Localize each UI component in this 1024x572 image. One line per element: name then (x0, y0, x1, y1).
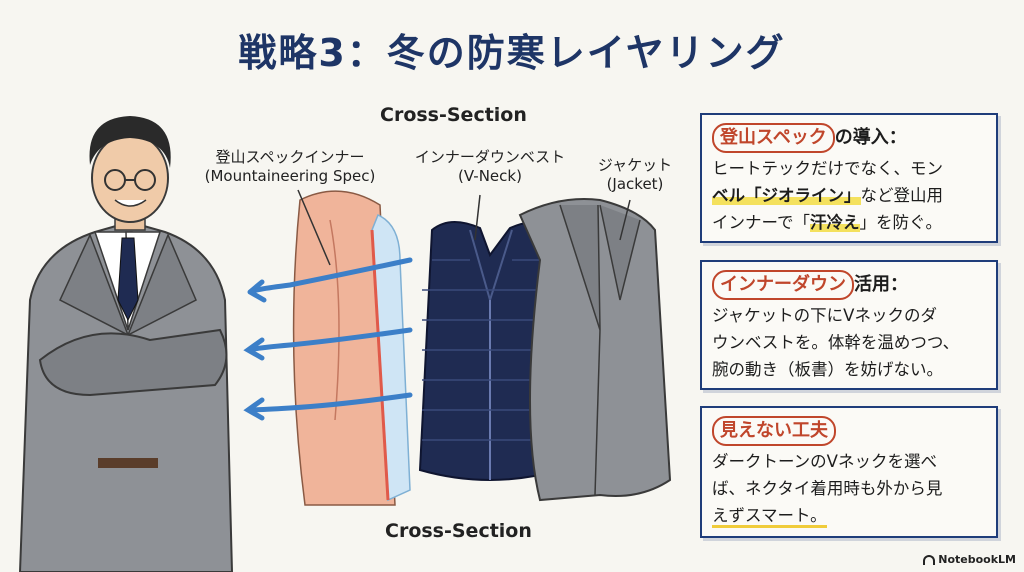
card-text: ウンベストを。体幹を温めつつ、 (712, 333, 960, 352)
notebooklm-logo-icon (923, 555, 936, 565)
teacher-illustration (18, 116, 234, 572)
vest-label-jp: インナーダウンベスト (414, 148, 566, 166)
card-text: ば、ネクタイ着用時も外から見 (712, 479, 943, 498)
brand-text: NotebookLM (938, 553, 1016, 566)
card-inner-down: インナーダウン活用： ジャケットの下にVネックのダウンベストを。体幹を温めつつ、… (700, 260, 998, 390)
card-head-rest: 活用： (854, 274, 908, 295)
highlighted-text: ベル「ジオライン」 (712, 186, 861, 205)
card-head-rest: の導入： (834, 127, 907, 148)
inner-label-en: (Mountaineering Spec) (204, 167, 376, 185)
card-text: ダークトーンのVネックを選べ (712, 452, 937, 471)
card-head-circled: 見えない工夫 (712, 416, 836, 446)
card-invisible-trick: 見えない工夫 ダークトーンのVネックを選べば、ネクタイ着用時も外から見えずスマー… (700, 406, 998, 538)
cross-section-label-bottom: Cross-Section (385, 520, 532, 542)
card-line: インナーで「汗冷え」を防ぐ。 (712, 209, 986, 236)
highlighted-text: 汗冷え (810, 213, 860, 232)
card-text: ヒートテックだけでなく、モン (712, 159, 943, 178)
torso-cross-section (292, 190, 411, 506)
card-text: インナーで「 (712, 213, 811, 232)
card-text: など登山用 (860, 186, 944, 205)
card-line: ジャケットの下にVネックのダ (712, 302, 986, 329)
vest-label: インナーダウンベスト (V-Neck) (410, 148, 570, 186)
card-head-circled: 登山スペック (712, 123, 835, 153)
jacket (518, 198, 672, 502)
card-body: ジャケットの下にVネックのダウンベストを。体幹を温めつつ、腕の動き（板書）を妨げ… (712, 302, 986, 383)
cross-section-label-top: Cross-Section (380, 104, 527, 126)
brand-watermark: NotebookLM (923, 553, 1016, 566)
page-title: 戦略3：冬の防寒レイヤリング (238, 31, 786, 75)
card-line: ウンベストを。体幹を温めつつ、 (712, 329, 986, 356)
card-body: ヒートテックだけでなく、モンベル「ジオライン」など登山用インナーで「汗冷え」を防… (712, 155, 986, 236)
card-line: 腕の動き（板書）を妨げない。 (712, 356, 986, 383)
card-line: ヒートテックだけでなく、モン (712, 155, 986, 182)
card-head: 登山スペックの導入： (712, 123, 986, 153)
card-mountaineering-spec: 登山スペックの導入： ヒートテックだけでなく、モンベル「ジオライン」など登山用イ… (700, 113, 998, 243)
card-head: インナーダウン活用： (712, 270, 986, 300)
jacket-label-jp: ジャケット (597, 156, 673, 174)
card-text: 」を防ぐ。 (859, 213, 943, 232)
card-text: ジャケットの下にVネックのダ (712, 306, 937, 325)
jacket-label-en: (Jacket) (606, 175, 664, 193)
inner-label: 登山スペックインナー (Mountaineering Spec) (200, 148, 380, 186)
card-line: ベル「ジオライン」など登山用 (712, 182, 986, 209)
jacket-label: ジャケット (Jacket) (590, 156, 680, 194)
layering-illustration (18, 116, 672, 572)
warmth-arrows (243, 257, 413, 421)
card-body: ダークトーンのVネックを選べば、ネクタイ着用時も外から見えずスマート。 (712, 448, 986, 529)
card-head: 見えない工夫 (712, 416, 986, 446)
vest-label-en: (V-Neck) (458, 167, 522, 185)
inner-label-jp: 登山スペックインナー (215, 148, 365, 166)
underlined-text: えずスマート。 (712, 506, 827, 528)
card-line: ば、ネクタイ着用時も外から見 (712, 475, 986, 502)
card-head-circled: インナーダウン (712, 270, 854, 300)
card-line: えずスマート。 (712, 502, 986, 529)
card-text: 腕の動き（板書）を妨げない。 (712, 360, 943, 379)
card-line: ダークトーンのVネックを選べ (712, 448, 986, 475)
